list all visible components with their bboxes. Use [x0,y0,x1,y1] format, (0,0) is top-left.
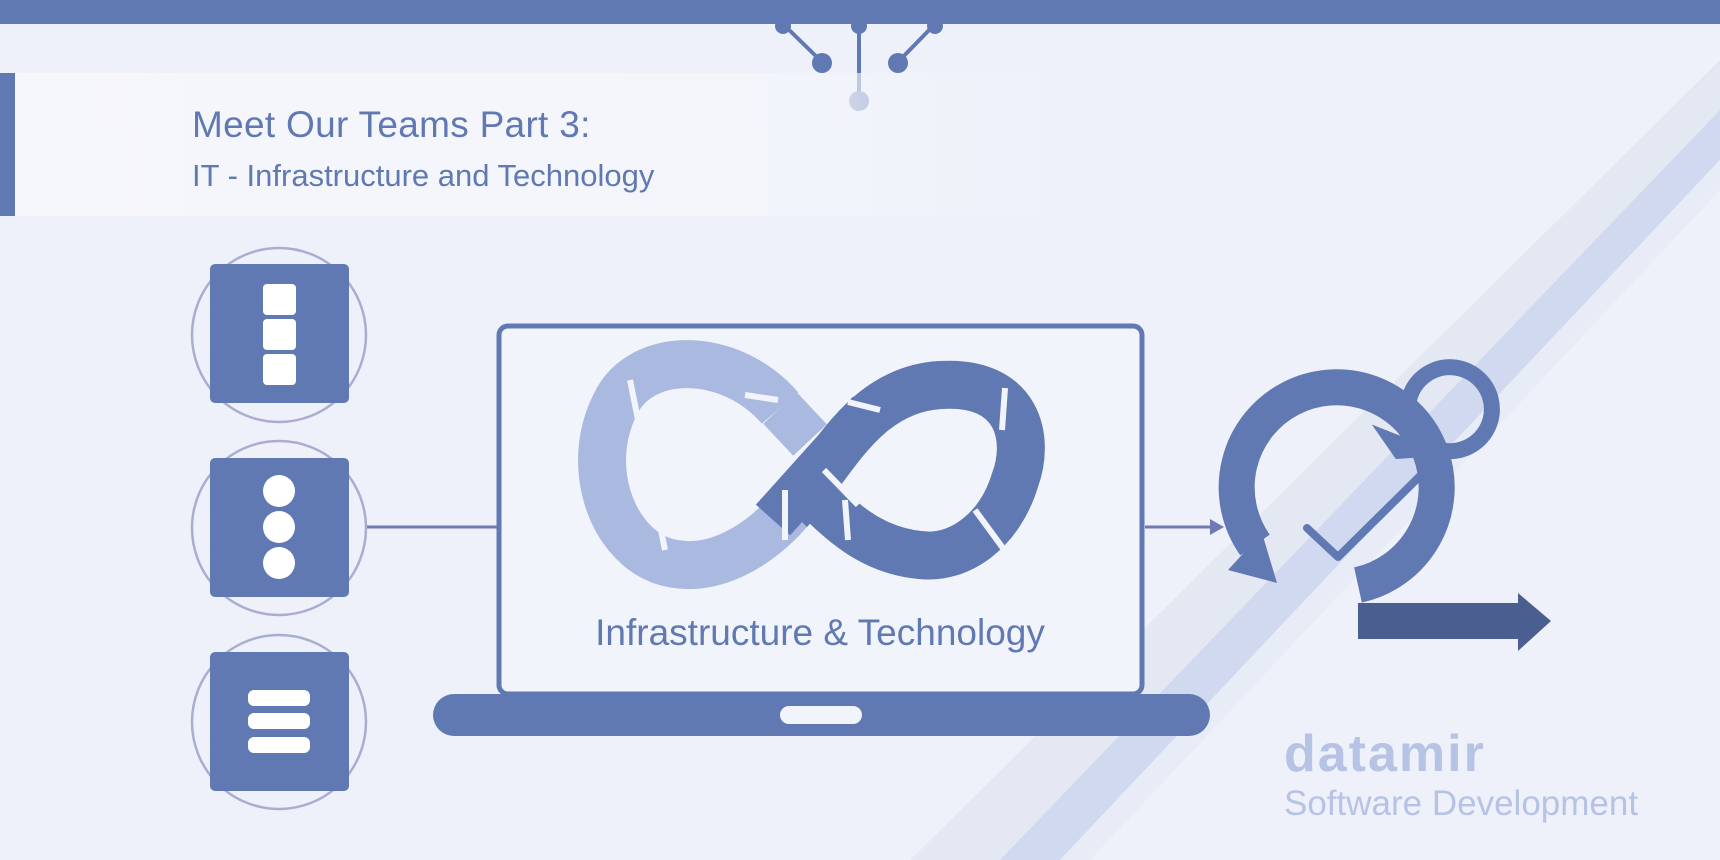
page-title: Meet Our Teams Part 3: [192,104,591,145]
title-accent-bar [0,73,15,216]
title-panel [0,73,1060,216]
brand-name: datamir [1284,725,1486,783]
laptop-label: Infrastructure & Technology [595,612,1045,653]
brand-tagline: Software Development [1284,784,1639,823]
page-subtitle: IT - Infrastructure and Technology [192,158,655,193]
